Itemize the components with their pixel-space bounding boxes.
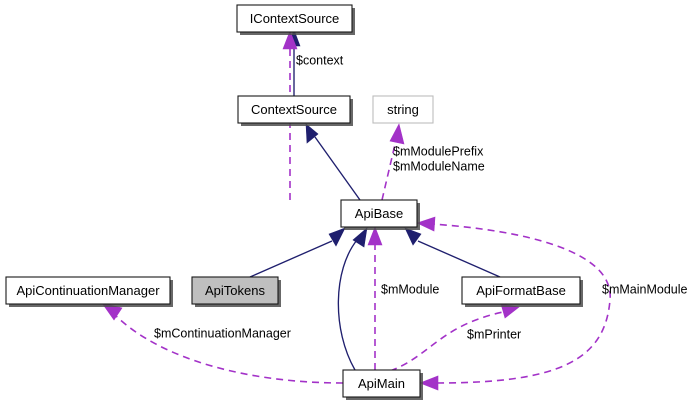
- edge-mmoduleprefix-mmodulename: [381, 123, 405, 201]
- edge-label-mmodule: $mModule: [381, 282, 439, 296]
- edge-apimain-to-apibase: [337, 227, 368, 371]
- node-icontextsource[interactable]: IContextSource: [236, 4, 355, 35]
- edge-label-mcontinuationmanager: $mContinuationManager: [154, 326, 291, 340]
- edge-apitokens-to-apibase: [249, 227, 346, 278]
- node-apiformatbase[interactable]: ApiFormatBase: [461, 276, 583, 307]
- node-apicontinuationmanager[interactable]: ApiContinuationManager: [5, 276, 173, 307]
- edge-mcontinuationmanager: [101, 302, 344, 384]
- edge-layer: [101, 29, 611, 391]
- edge-label-mmodulename: $mModuleName: [393, 159, 485, 173]
- node-apitokens[interactable]: ApiTokens: [191, 276, 281, 307]
- edge-label-mmainmodule: $mMainModule: [602, 282, 688, 296]
- node-contextsource[interactable]: ContextSource: [237, 95, 353, 126]
- node-string[interactable]: string: [372, 95, 434, 124]
- node-apimain[interactable]: ApiMain: [342, 369, 423, 400]
- edge-apiformatbase-to-apibase: [404, 227, 501, 278]
- node-apibase[interactable]: ApiBase: [340, 199, 420, 230]
- edge-mprinter: [342, 303, 520, 380]
- edge-label-mprinter: $mPrinter: [467, 327, 521, 341]
- edge-mmodule: [367, 226, 383, 370]
- edge-apibase-to-contextsource: [305, 123, 361, 201]
- edge-label-context: $context: [296, 53, 344, 67]
- edge-label-mmoduleprefix: $mModulePrefix: [393, 144, 484, 158]
- edge-mmainmodule: [416, 216, 611, 391]
